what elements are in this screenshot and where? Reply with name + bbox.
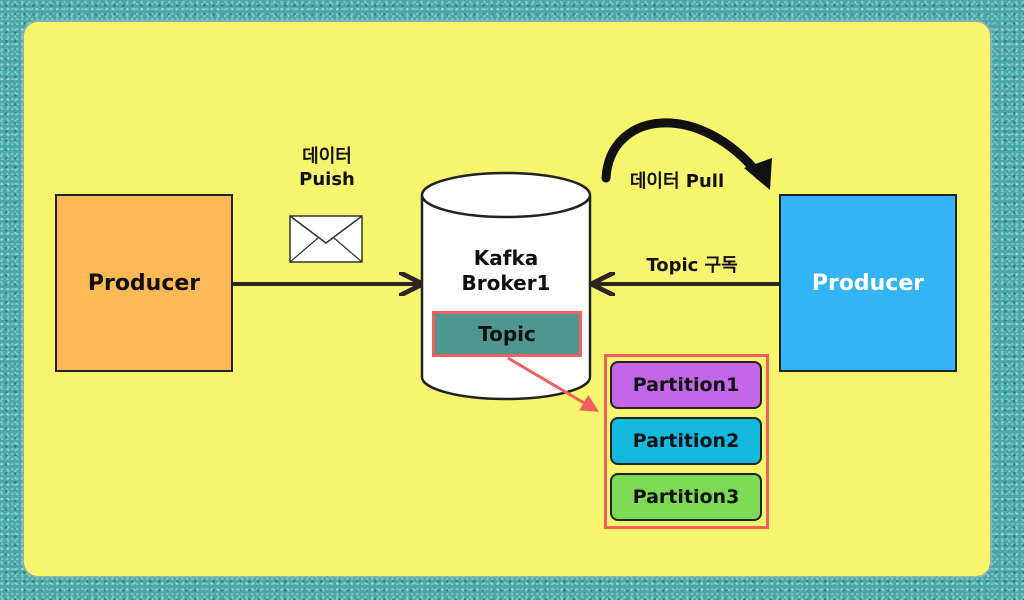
producer-right-box: Producer xyxy=(779,194,957,372)
push-label-line1: 데이터 xyxy=(302,146,352,167)
partition-group xyxy=(604,354,769,529)
subscribe-label: Topic 구독 xyxy=(646,255,738,276)
broker-label-line2: Broker1 xyxy=(461,271,551,295)
topic-box: Topic xyxy=(432,311,582,357)
envelope-icon xyxy=(289,215,363,263)
producer-left-box: Producer xyxy=(55,194,233,372)
topic-to-partitions-arrow xyxy=(507,356,600,412)
partition-2-label: Partition2 xyxy=(632,430,740,452)
topic-label: Topic xyxy=(478,322,536,346)
partition-1: Partition1 xyxy=(610,361,762,409)
producer-left-label: Producer xyxy=(87,270,201,296)
broker-label: Kafka Broker1 xyxy=(430,246,582,296)
push-label: 데이터 Puish xyxy=(272,146,382,191)
producer-right-label: Producer xyxy=(811,270,925,296)
partition-1-label: Partition1 xyxy=(632,374,740,396)
partition-3-label: Partition3 xyxy=(632,486,740,508)
partition-3: Partition3 xyxy=(610,473,762,521)
pull-label: 데이터 Pull xyxy=(629,171,725,192)
push-label-line2: Puish xyxy=(299,168,355,190)
partition-2: Partition2 xyxy=(610,417,762,465)
pull-arrow xyxy=(601,118,772,190)
broker-label-line1: Kafka xyxy=(473,246,539,270)
